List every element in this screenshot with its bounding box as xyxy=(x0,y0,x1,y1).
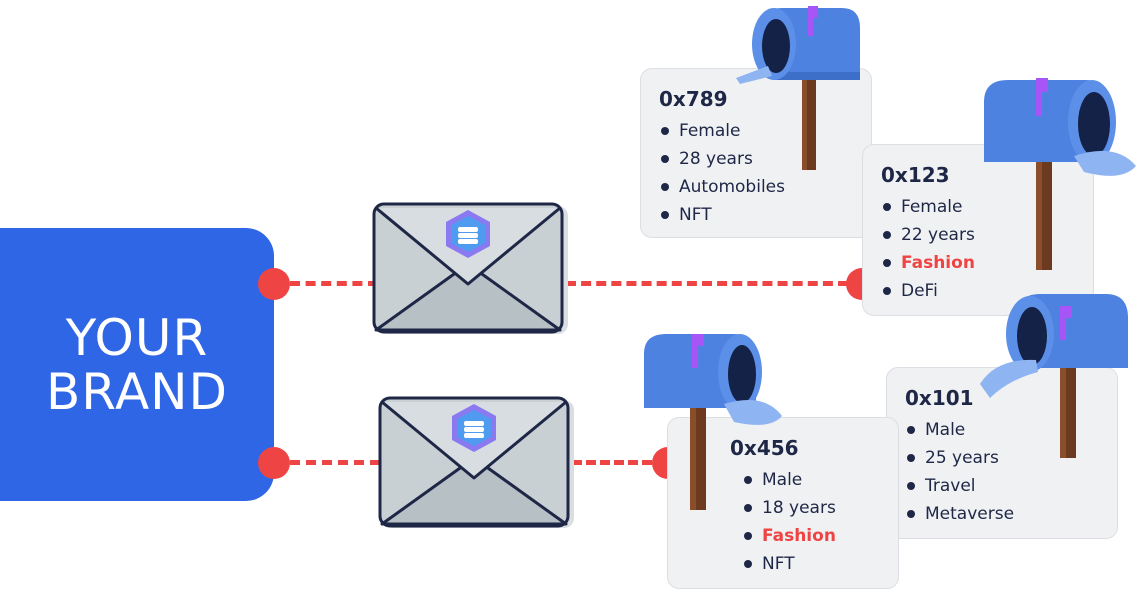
envelope-icon xyxy=(372,202,568,334)
trait-item: Metaverse xyxy=(905,500,1099,528)
trait-item: Travel xyxy=(905,472,1099,500)
flag-icon xyxy=(808,6,818,36)
recipient-address: 0x101 xyxy=(905,386,974,410)
recipient-address: 0x456 xyxy=(730,436,799,460)
trait-item: Female xyxy=(881,193,1075,221)
trait-item: 28 years xyxy=(659,145,853,173)
trait-item: Automobiles xyxy=(659,173,853,201)
connector-line-top-left xyxy=(290,281,378,286)
envelope-icon xyxy=(378,396,574,528)
brand-line-1: YOUR xyxy=(65,308,209,367)
recipient-address: 0x789 xyxy=(659,87,728,111)
trait-item: 22 years xyxy=(881,221,1075,249)
connector-start-dot-top xyxy=(258,268,290,300)
trait-item: Female xyxy=(659,117,853,145)
connector-line-bottom-left xyxy=(290,460,380,465)
trait-item: NFT xyxy=(659,201,853,229)
trait-item: Male xyxy=(905,416,1099,444)
hexagon-logo-icon xyxy=(452,404,496,452)
mailbox-icon xyxy=(980,294,1128,458)
trait-item: 18 years xyxy=(742,494,880,522)
mailbox-icon xyxy=(984,78,1136,270)
trait-item: NFT xyxy=(742,550,880,578)
trait-item-highlighted: Fashion xyxy=(742,522,880,550)
brand-block: YOUR BRAND xyxy=(0,228,274,501)
trait-item-highlighted: Fashion xyxy=(881,249,1075,277)
recipient-card-0x789: 0x789 Female 28 years Automobiles NFT xyxy=(640,68,872,238)
trait-item: 25 years xyxy=(905,444,1099,472)
connector-line-bottom-right xyxy=(572,460,652,465)
recipient-card-0x101: 0x101 Male 25 years Travel Metaverse xyxy=(886,367,1118,539)
brand-line-2: BRAND xyxy=(45,362,229,421)
mailbox-icon xyxy=(736,6,860,170)
trait-item: Male xyxy=(742,466,880,494)
flag-icon xyxy=(692,334,704,368)
connector-start-dot-bottom xyxy=(258,447,290,479)
recipient-card-0x123: 0x123 Female 22 years Fashion DeFi xyxy=(862,144,1094,316)
trait-item: DeFi xyxy=(881,277,1075,305)
connector-line-top-right xyxy=(566,281,848,286)
flag-icon xyxy=(1036,78,1048,116)
mailbox-icon xyxy=(644,334,782,510)
recipient-address: 0x123 xyxy=(881,163,950,187)
flag-icon xyxy=(1060,306,1072,340)
hexagon-logo-icon xyxy=(446,210,490,258)
